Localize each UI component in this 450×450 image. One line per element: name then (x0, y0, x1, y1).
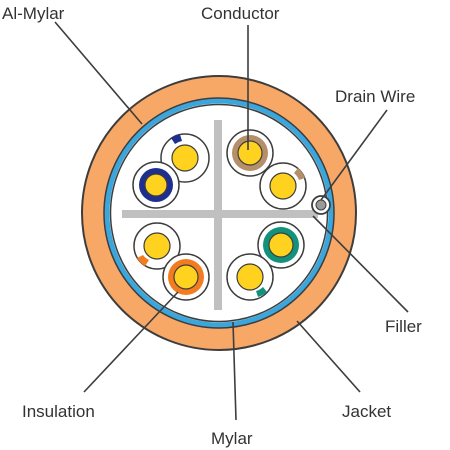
drain-wire (311, 195, 331, 215)
leader-insulation (83, 291, 179, 393)
conductor-brown (226, 129, 274, 177)
mylar-layer-outer (103, 97, 335, 329)
label-jacket: Jacket (342, 402, 391, 421)
conductor-white-orange (133, 222, 181, 270)
conductor-blue (132, 161, 180, 209)
label-al-mylar: Al-Mylar (2, 4, 65, 23)
leader-drain-wire (320, 109, 388, 201)
label-mylar: Mylar (211, 429, 253, 448)
label-filler: Filler (385, 317, 422, 336)
leader-filler (312, 215, 409, 313)
label-drain-wire: Drain Wire (335, 87, 415, 106)
leader-mylar (232, 321, 237, 421)
label-insulation: Insulation (22, 402, 95, 421)
leader-al-mylar (54, 21, 143, 125)
filler-horizontal (122, 210, 318, 218)
leader-jacket (296, 320, 361, 393)
mylar-layer-inner (109, 103, 329, 323)
conductor-white-green (226, 253, 274, 301)
conductor-orange (162, 253, 210, 301)
label-conductor: Conductor (201, 4, 280, 23)
conductor-green (257, 221, 305, 269)
conductor-white-brown (259, 162, 307, 210)
